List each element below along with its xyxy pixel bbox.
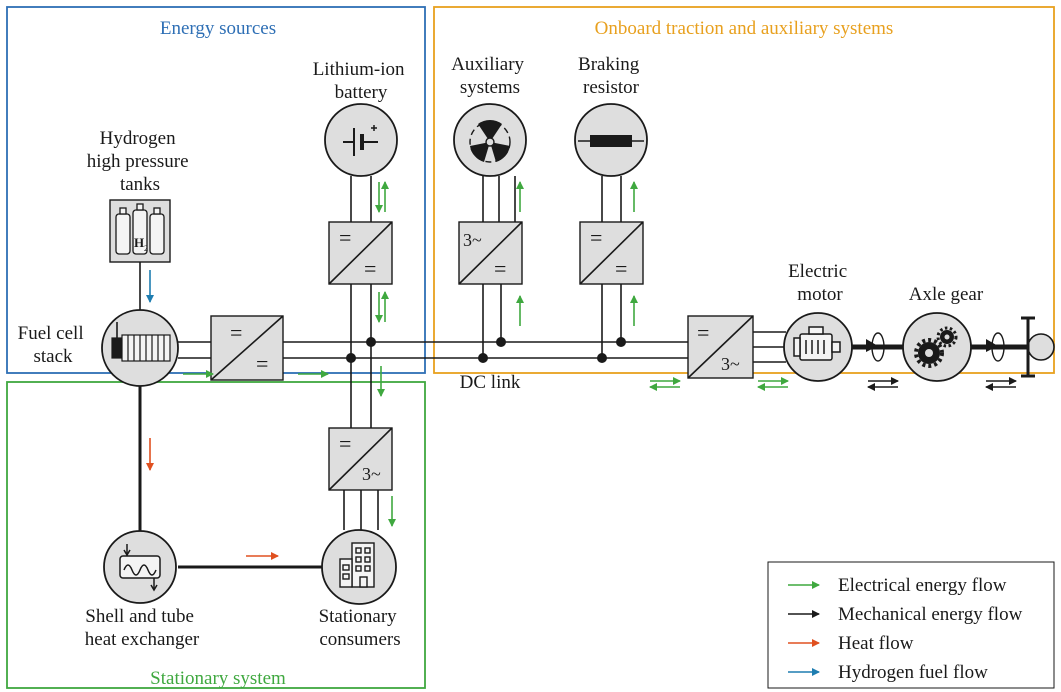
hydrogen-tanks-node: H 2 bbox=[109, 199, 171, 263]
auxiliary-inverter: 3~ = bbox=[458, 221, 523, 285]
legend-item-mechanical: Mechanical energy flow bbox=[788, 604, 1023, 625]
stationary-consumers-node bbox=[321, 529, 397, 605]
svg-text:Mechanical energy flow: Mechanical energy flow bbox=[838, 604, 1023, 625]
svg-text:2: 2 bbox=[144, 244, 148, 253]
legend-item-hydrogen: Hydrogen fuel flow bbox=[788, 662, 988, 683]
electrical-flow-arrows bbox=[183, 181, 789, 527]
gears-icon bbox=[914, 326, 958, 368]
heat-exchanger-label: Shell and tube heat exchanger bbox=[85, 606, 200, 650]
stationary-consumers-label: Stationary consumers bbox=[319, 606, 402, 650]
svg-text:Hydrogen fuel flow: Hydrogen fuel flow bbox=[838, 662, 988, 683]
auxiliary-label: Auxiliary systems bbox=[451, 54, 529, 98]
svg-text:3~: 3~ bbox=[721, 354, 740, 374]
dc-link-label: DC link bbox=[460, 372, 521, 393]
building-icon bbox=[339, 542, 375, 588]
traction-inverter: = 3~ bbox=[687, 315, 754, 379]
heat-exchanger-icon bbox=[119, 544, 161, 592]
battery-label: Lithium-ion battery bbox=[313, 59, 410, 103]
svg-text:3~: 3~ bbox=[362, 464, 381, 484]
svg-text:Electrical energy flow: Electrical energy flow bbox=[838, 575, 1007, 596]
svg-text:=: = bbox=[364, 256, 376, 281]
auxiliary-node bbox=[453, 103, 527, 177]
axle-gear-label: Axle gear bbox=[909, 284, 984, 305]
electric-motor-node bbox=[783, 312, 853, 382]
svg-text:3~: 3~ bbox=[463, 230, 482, 250]
svg-text:=: = bbox=[339, 225, 351, 250]
battery-node bbox=[324, 103, 398, 177]
svg-text:H: H bbox=[134, 235, 144, 250]
legend: Electrical energy flow Mechanical energy… bbox=[767, 561, 1055, 689]
mechanical-flow-arrows bbox=[867, 377, 1017, 391]
braking-label: Braking resistor bbox=[578, 54, 644, 98]
fuel-cell-dcdc-converter: = = bbox=[210, 315, 284, 381]
svg-text:=: = bbox=[494, 256, 506, 281]
junction-dots bbox=[346, 337, 626, 363]
svg-text:=: = bbox=[256, 351, 268, 376]
legend-item-heat: Heat flow bbox=[788, 633, 914, 654]
axle-gear-node bbox=[902, 312, 972, 382]
svg-text:=: = bbox=[230, 320, 242, 345]
legend-item-electrical: Electrical energy flow bbox=[788, 575, 1007, 596]
gas-cylinder-icon bbox=[115, 203, 165, 255]
braking-resistor-node bbox=[574, 103, 648, 177]
fuel-cell-label: Fuel cell stack bbox=[18, 323, 89, 367]
rotation-indicators bbox=[866, 332, 1005, 362]
fuel-cell-icon bbox=[111, 322, 171, 362]
fuel-cell-node bbox=[101, 309, 179, 387]
onboard-title: Onboard traction and auxiliary systems bbox=[595, 18, 894, 39]
electric-motor-label: Electric motor bbox=[788, 261, 852, 305]
hydrogen-tanks-label: Hydrogen high pressure tanks bbox=[87, 128, 194, 195]
svg-text:=: = bbox=[615, 256, 627, 281]
stationary-frame bbox=[6, 381, 426, 689]
motor-icon bbox=[793, 326, 841, 361]
stationary-title: Stationary system bbox=[150, 668, 286, 689]
stationary-inverter: = 3~ bbox=[328, 427, 393, 491]
resistor-icon bbox=[578, 135, 644, 147]
wheel-axle-icon bbox=[1021, 316, 1055, 378]
heat-exchanger-node bbox=[103, 530, 177, 604]
svg-text:=: = bbox=[697, 320, 709, 345]
svg-text:Heat flow: Heat flow bbox=[838, 633, 914, 654]
battery-icon bbox=[343, 125, 378, 156]
energy-sources-title: Energy sources bbox=[160, 18, 276, 39]
svg-text:=: = bbox=[339, 431, 351, 456]
svg-text:=: = bbox=[590, 225, 602, 250]
braking-chopper: = = bbox=[579, 221, 644, 285]
battery-dcdc-converter: = = bbox=[328, 221, 393, 285]
fan-icon bbox=[469, 120, 511, 163]
